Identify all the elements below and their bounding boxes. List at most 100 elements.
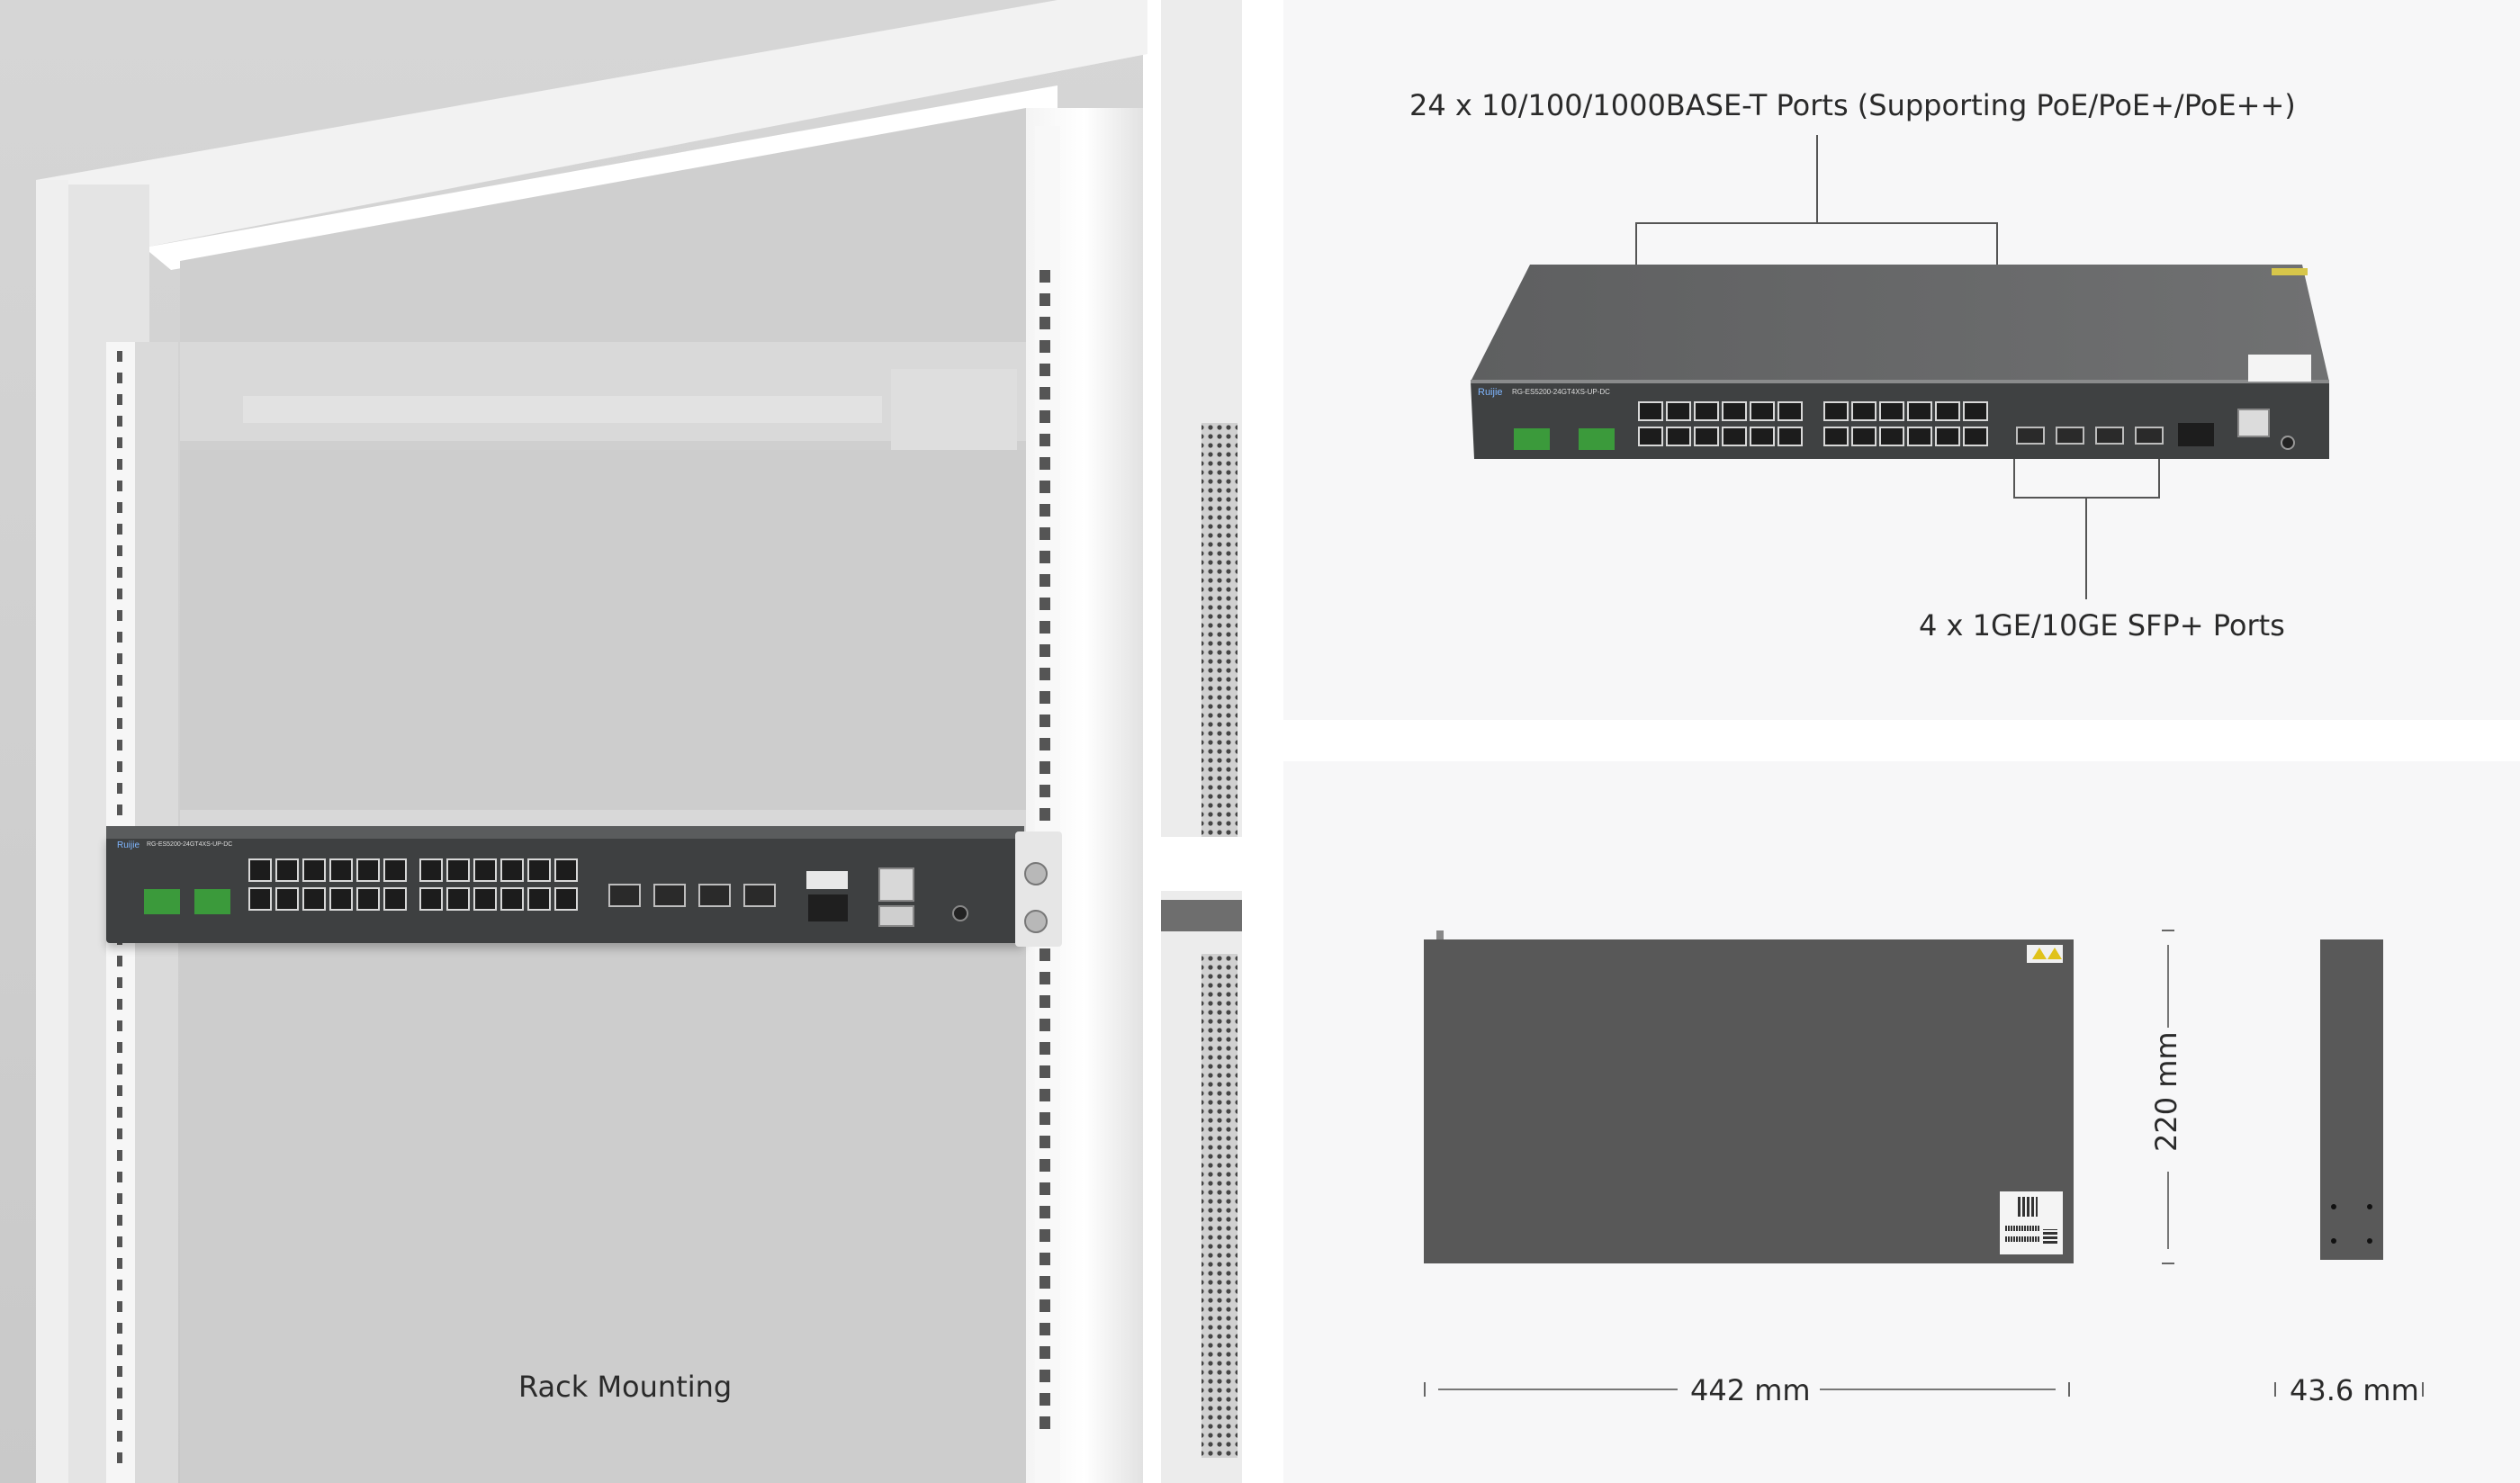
front-switch-brand: Ruijie <box>1478 387 1503 398</box>
rack-mgmt-block <box>808 894 848 921</box>
rack-switch: Ruijie RG-ES5200-24GT4XS-UP-DC <box>106 826 1062 952</box>
rail-hole <box>1040 410 1050 423</box>
rail-hole <box>1040 364 1050 376</box>
rail-hole <box>1040 270 1050 283</box>
rj45-port <box>329 887 353 911</box>
rj45-port <box>1907 427 1932 446</box>
rail-hole <box>1040 1089 1050 1101</box>
qr-code-icon <box>2018 1197 2038 1217</box>
rail-hole <box>117 632 122 643</box>
rail-hole <box>1040 481 1050 493</box>
rail-hole <box>1040 785 1050 797</box>
rail-hole <box>117 524 122 535</box>
rail-hole <box>1040 457 1050 470</box>
rack-dc-connector-2 <box>194 889 230 914</box>
rj45-port <box>356 858 380 882</box>
rail-hole <box>117 416 122 427</box>
rail-hole <box>1040 1346 1050 1359</box>
rail-hole <box>117 977 122 988</box>
side-screw-3 <box>2331 1238 2336 1244</box>
rj45-port <box>1851 401 1876 421</box>
rail-hole <box>117 1085 122 1096</box>
sfp-port <box>653 884 686 907</box>
rj45-port <box>1638 427 1663 446</box>
rail-hole <box>117 740 122 750</box>
rail-hole <box>117 956 122 966</box>
rail-hole <box>117 373 122 383</box>
rail-hole <box>117 804 122 815</box>
sfp-port <box>743 884 776 907</box>
front-console-port <box>2237 409 2270 437</box>
rail-hole <box>1040 1206 1050 1218</box>
rail-hole <box>1040 1042 1050 1055</box>
rj45-port <box>1823 427 1849 446</box>
sfp-port <box>2016 427 2045 445</box>
rj45-port <box>329 858 353 882</box>
rail-hole <box>117 1452 122 1463</box>
rj45-port <box>302 858 326 882</box>
rj45-port <box>1963 401 1988 421</box>
rail-hole <box>1040 527 1050 540</box>
rj45-port <box>473 887 497 911</box>
rail-hole <box>1040 738 1050 750</box>
rj45-port <box>383 887 407 911</box>
rj45-port <box>275 887 299 911</box>
rj45-port <box>1778 427 1803 446</box>
rail-hole <box>1040 668 1050 680</box>
side-screw-2 <box>2367 1204 2372 1209</box>
rj45-port <box>1638 401 1663 421</box>
rack-usb-port <box>878 905 914 927</box>
rj45-port <box>1935 401 1960 421</box>
rack-mounting-caption: Rack Mounting <box>518 1370 733 1404</box>
rail-hole <box>1040 972 1050 984</box>
rail-hole <box>117 1301 122 1312</box>
rail-hole <box>1040 1253 1050 1265</box>
front-dc-connector-1 <box>1514 428 1550 450</box>
rack-switch-brand: Ruijie <box>117 840 140 850</box>
rail-hole <box>117 653 122 664</box>
front-switch-model: RG-ES5200-24GT4XS-UP-DC <box>1512 388 1610 396</box>
rail-hole <box>117 459 122 470</box>
rail-hole <box>1040 1393 1050 1406</box>
rj45-port <box>1694 427 1719 446</box>
dimensions-panel: 442 mm 43.6 mm 220 mm <box>1283 761 2520 1483</box>
rail-hole <box>117 1215 122 1226</box>
rail-hole <box>1040 1065 1050 1078</box>
rail-hole <box>1040 1112 1050 1125</box>
side-screw-4 <box>2367 1238 2372 1244</box>
rj45-port <box>446 858 470 882</box>
width-dimension-label: 442 mm <box>1690 1373 1811 1407</box>
rj45-port <box>275 858 299 882</box>
rack-dc-connector-1 <box>144 889 180 914</box>
rail-hole <box>117 610 122 621</box>
rail-hole <box>1040 293 1050 306</box>
rail-hole <box>117 351 122 362</box>
rail-hole <box>117 1388 122 1398</box>
rj45-port <box>1823 401 1849 421</box>
depth-dimension-label: 220 mm <box>2149 1031 2183 1152</box>
rail-hole <box>117 502 122 513</box>
sfp-port <box>2056 427 2084 445</box>
rail-hole <box>117 394 122 405</box>
rj45-port <box>527 887 551 911</box>
rail-hole <box>1040 621 1050 634</box>
rj45-port <box>419 887 443 911</box>
rj45-port <box>1750 401 1775 421</box>
rail-hole <box>1040 504 1050 517</box>
rail-hole <box>117 718 122 729</box>
rail-hole <box>117 761 122 772</box>
rj45-port <box>527 858 551 882</box>
rail-hole <box>1040 1416 1050 1429</box>
rj45-port <box>1722 427 1747 446</box>
rail-hole <box>117 697 122 707</box>
rail-hole <box>117 1107 122 1118</box>
rail-hole <box>117 1344 122 1355</box>
rj45-port <box>1879 401 1904 421</box>
rail-hole <box>1040 691 1050 704</box>
rj45-port <box>356 887 380 911</box>
rail-hole <box>1040 317 1050 329</box>
rail-hole <box>117 1150 122 1161</box>
rj45-port <box>554 858 578 882</box>
rail-hole <box>1040 761 1050 774</box>
rack-screw-bottom <box>1024 910 1048 933</box>
